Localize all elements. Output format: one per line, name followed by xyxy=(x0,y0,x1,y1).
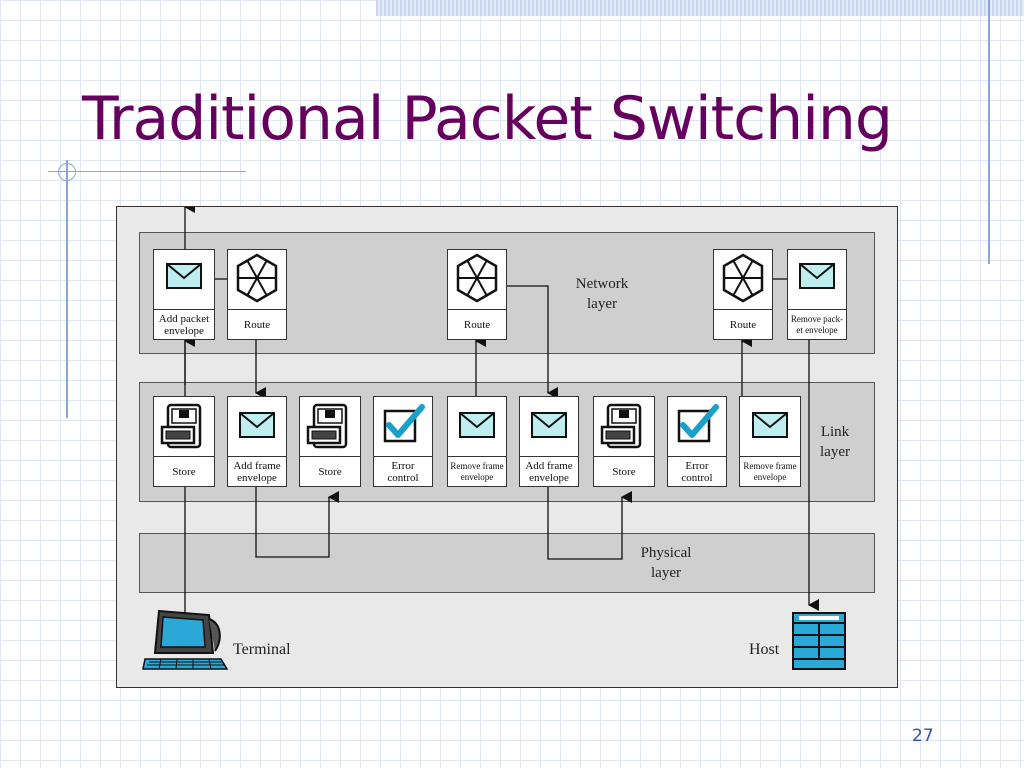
box-label: Error control xyxy=(668,456,726,486)
box-label: Route xyxy=(448,309,506,339)
page-title: Traditional Packet Switching xyxy=(82,84,893,154)
router-icon xyxy=(456,253,498,303)
router-icon xyxy=(236,253,278,303)
error-control-box-1: Error control xyxy=(373,396,433,487)
decor-line-title xyxy=(48,171,246,172)
box-label: Error control xyxy=(374,456,432,486)
host-icon xyxy=(792,612,846,670)
page-number: 27 xyxy=(912,726,934,746)
box-label: Add packet envelope xyxy=(154,309,214,339)
store-icon xyxy=(306,403,348,449)
packet-switching-diagram: Network layer Link layer Physical layer xyxy=(116,206,898,688)
store-icon xyxy=(600,403,642,449)
box-label: Add frame envelope xyxy=(228,456,286,486)
box-label: Remove frame envelope xyxy=(740,456,800,486)
envelope-icon xyxy=(799,263,835,289)
box-label: Store xyxy=(154,456,214,486)
box-label: Remove frame envelope xyxy=(448,456,506,486)
envelope-icon xyxy=(166,263,202,289)
envelope-icon xyxy=(459,412,495,438)
envelope-icon xyxy=(239,412,275,438)
add-frame-envelope-box-2: Add frame envelope xyxy=(519,396,579,487)
host-label: Host xyxy=(749,641,780,658)
remove-packet-envelope-box: Remove pack- et envelope xyxy=(787,249,847,340)
store-icon xyxy=(160,403,202,449)
envelope-icon xyxy=(752,412,788,438)
decor-line-right xyxy=(988,0,990,264)
router-icon xyxy=(722,253,764,303)
header-band xyxy=(376,0,1024,16)
terminal-icon xyxy=(142,609,229,670)
add-frame-envelope-box-1: Add frame envelope xyxy=(227,396,287,487)
physical-layer-band xyxy=(139,533,875,593)
route-box-1: Route xyxy=(227,249,287,340)
route-box-3: Route xyxy=(713,249,773,340)
envelope-icon xyxy=(531,412,567,438)
decor-circle xyxy=(58,163,76,181)
route-box-2: Route xyxy=(447,249,507,340)
store-box-2: Store xyxy=(299,396,361,487)
link-layer-label: Link layer xyxy=(820,424,850,460)
box-label: Store xyxy=(594,456,654,486)
terminal-label: Terminal xyxy=(233,641,291,658)
store-box-3: Store xyxy=(593,396,655,487)
error-control-box-2: Error control xyxy=(667,396,727,487)
add-packet-envelope-box: Add packet envelope xyxy=(153,249,215,340)
box-label: Store xyxy=(300,456,360,486)
checkmark-icon xyxy=(677,404,719,443)
store-box-1: Store xyxy=(153,396,215,487)
physical-layer-label: Physical layer xyxy=(640,545,692,581)
checkmark-icon xyxy=(383,404,425,443)
box-label: Route xyxy=(228,309,286,339)
remove-frame-envelope-box-2: Remove frame envelope xyxy=(739,396,801,487)
network-layer-label: Network layer xyxy=(575,276,629,312)
remove-frame-envelope-box-1: Remove frame envelope xyxy=(447,396,507,487)
box-label: Remove pack- et envelope xyxy=(788,309,846,339)
box-label: Add frame envelope xyxy=(520,456,578,486)
box-label: Route xyxy=(714,309,772,339)
decor-line-left xyxy=(66,160,68,418)
